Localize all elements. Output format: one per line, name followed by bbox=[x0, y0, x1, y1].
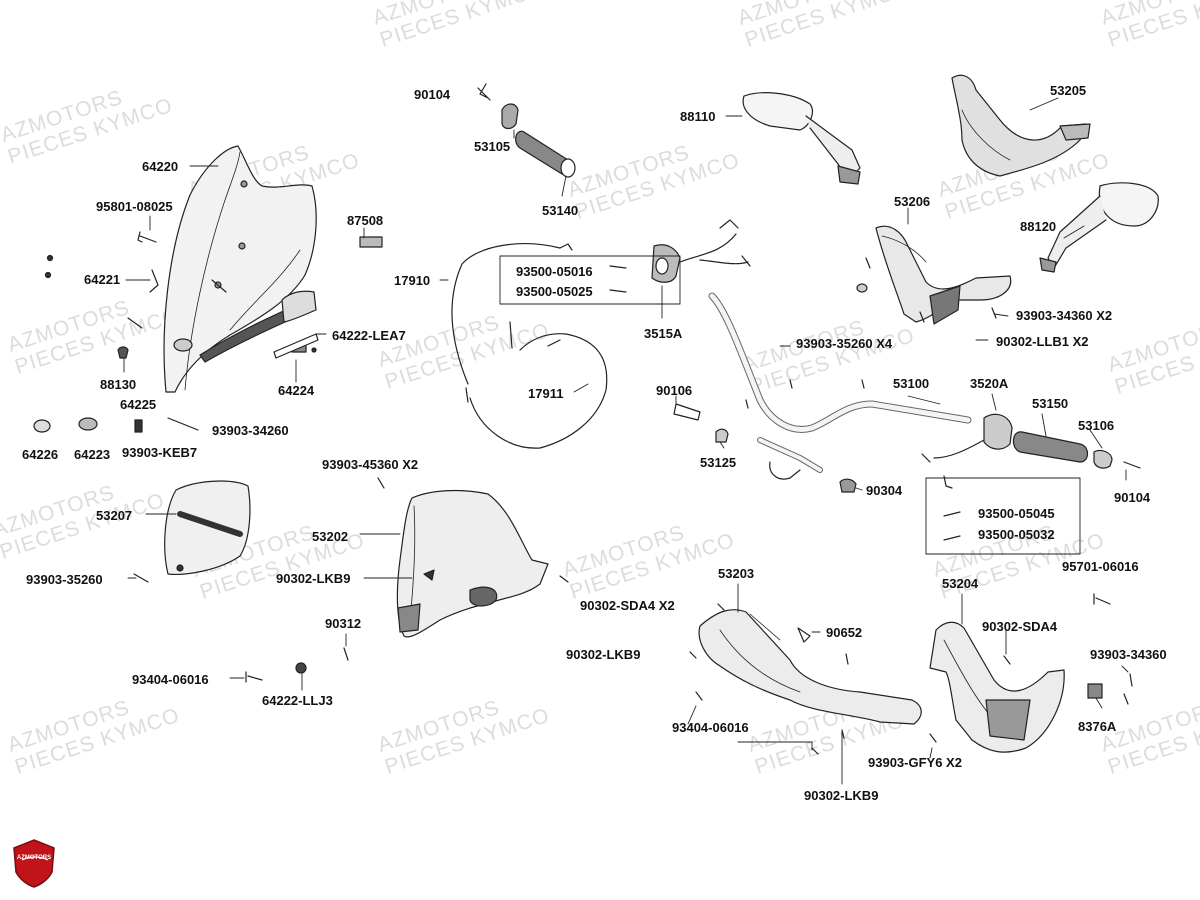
part-label: 88110 bbox=[680, 109, 716, 124]
part-label: 88130 bbox=[100, 377, 137, 392]
part-label: 87508 bbox=[347, 213, 384, 228]
part-label: 3515A bbox=[644, 326, 683, 341]
part-label: 53150 bbox=[1032, 396, 1069, 411]
part-label: 90302-LKB9 bbox=[276, 571, 351, 586]
part-label: 90104 bbox=[414, 87, 451, 102]
part-label: 64221 bbox=[84, 272, 121, 287]
clip-part bbox=[1087, 683, 1103, 699]
part-label: 90302-LLB1 X2 bbox=[996, 334, 1089, 349]
part-label: 64220 bbox=[142, 159, 179, 174]
part-label: 53140 bbox=[542, 203, 579, 218]
switch-part bbox=[499, 219, 751, 305]
part-label: 90302-LKB9 bbox=[804, 788, 879, 803]
part-label: 53202 bbox=[312, 529, 349, 544]
part-label: 17911 bbox=[528, 386, 564, 401]
part-label: 90302-SDA4 bbox=[982, 619, 1058, 634]
part-label: 64224 bbox=[278, 383, 315, 398]
part-label: 93903-GFY6 X2 bbox=[868, 755, 962, 770]
part-label: 93500-05032 bbox=[978, 527, 1055, 542]
bolt-part bbox=[245, 671, 263, 683]
part-label: 90304 bbox=[866, 483, 903, 498]
windscreen-part bbox=[163, 145, 317, 393]
part-label: 53205 bbox=[1050, 83, 1087, 98]
part-label: 95801-08025 bbox=[96, 199, 173, 214]
bolt-part bbox=[343, 647, 349, 661]
lower-cover-part bbox=[689, 603, 937, 755]
part-label: 93903-34260 bbox=[212, 423, 289, 438]
throttle-part bbox=[921, 413, 1141, 555]
label-part bbox=[359, 236, 383, 248]
part-label: 64222-LEA7 bbox=[332, 328, 406, 343]
bolt-part bbox=[33, 231, 319, 433]
leader-lines bbox=[123, 97, 1129, 785]
handlebar-cover-part bbox=[951, 74, 1091, 177]
lower-cover-part bbox=[929, 621, 1065, 753]
part-label: 90302-LKB9 bbox=[566, 647, 641, 662]
part-label: 88120 bbox=[1020, 219, 1057, 234]
part-label: 17910 bbox=[394, 273, 431, 288]
part-label: 64223 bbox=[74, 447, 111, 462]
part-label: 90104 bbox=[1114, 490, 1151, 505]
bolt-part bbox=[1123, 673, 1133, 705]
part-label: 93903-34360 X2 bbox=[1016, 308, 1113, 323]
part-label: 93500-05025 bbox=[516, 284, 593, 299]
part-label: 93903-45360 X2 bbox=[322, 457, 419, 472]
part-label: 53204 bbox=[942, 576, 979, 591]
part-label: 90106 bbox=[656, 383, 693, 398]
part-label: 93903-34360 bbox=[1090, 647, 1167, 662]
grip-part bbox=[477, 83, 576, 178]
brand-logo bbox=[13, 839, 55, 888]
nut-part bbox=[295, 662, 307, 674]
part-label: 53100 bbox=[893, 376, 930, 391]
part-label: 3520A bbox=[970, 376, 1009, 391]
part-label: 95701-06016 bbox=[1062, 559, 1139, 574]
part-label: 8376A bbox=[1078, 719, 1117, 734]
brand-logo-text: AZMOTORS bbox=[16, 855, 52, 861]
handlebar-cover-part bbox=[856, 225, 1012, 325]
mirror-part bbox=[1039, 182, 1159, 273]
part-label: 53206 bbox=[894, 194, 931, 209]
handlebar-part bbox=[673, 292, 972, 493]
front-cover-part bbox=[377, 477, 569, 638]
mirror-part bbox=[742, 92, 861, 185]
part-label: 93404-06016 bbox=[132, 672, 209, 687]
part-label: 93500-05045 bbox=[978, 506, 1055, 521]
part-label: 53106 bbox=[1078, 418, 1115, 433]
part-label: 90302-SDA4 X2 bbox=[580, 598, 675, 613]
part-label: 93404-06016 bbox=[672, 720, 749, 735]
part-label: 53105 bbox=[474, 139, 511, 154]
bolt-part bbox=[1093, 593, 1111, 605]
part-label: 64225 bbox=[120, 397, 157, 412]
part-label: 64226 bbox=[22, 447, 59, 462]
badge-cover-part bbox=[133, 480, 251, 583]
part-label: 93500-05016 bbox=[516, 264, 593, 279]
part-label: 93903-KEB7 bbox=[122, 445, 198, 460]
part-label: 64222-LLJ3 bbox=[262, 693, 333, 708]
part-label: 90652 bbox=[826, 625, 863, 640]
part-label: 53125 bbox=[700, 455, 737, 470]
part-label: 93903-35260 bbox=[26, 572, 103, 587]
part-label: 53203 bbox=[718, 566, 755, 581]
part-label: 53207 bbox=[96, 508, 133, 523]
part-label: 90312 bbox=[325, 616, 362, 631]
cable-part bbox=[451, 243, 608, 449]
part-label: 93903-35260 X4 bbox=[796, 336, 893, 351]
